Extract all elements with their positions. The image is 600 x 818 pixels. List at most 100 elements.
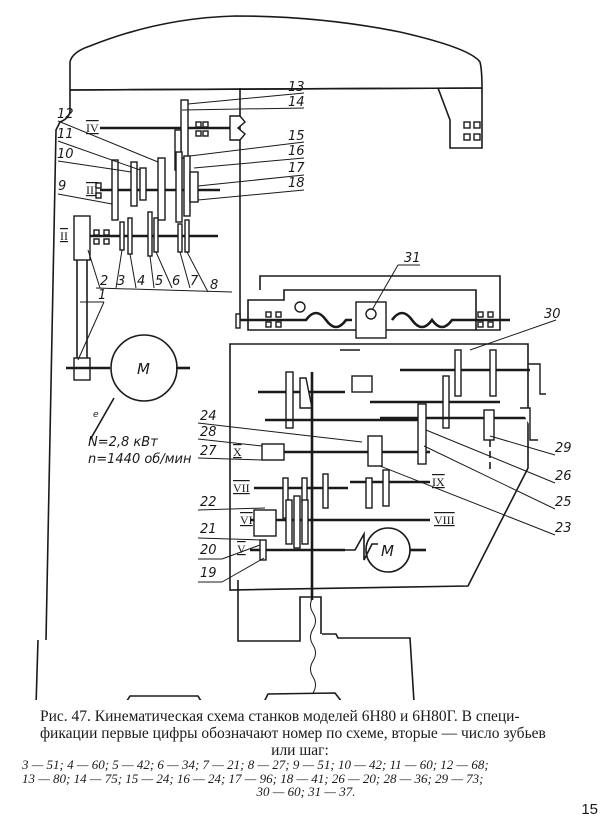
callout-26: 26	[555, 469, 572, 484]
callout-16: 16	[288, 144, 305, 159]
head-base-line	[69, 87, 483, 91]
motor-power: N=2,8 кВт	[88, 435, 158, 450]
table-handle	[235, 313, 241, 329]
gear-viii-c	[301, 499, 309, 545]
gear-cross-b	[442, 375, 450, 429]
callout-12: 12	[57, 107, 74, 122]
spec-line-2: 13 — 80; 14 — 75; 15 — 24; 16 — 24; 17 —…	[22, 770, 484, 786]
callout-13: 13	[288, 80, 305, 95]
spindle-gearbox	[66, 99, 246, 381]
callout-17: 17	[288, 161, 305, 176]
gear-specification: 3 — 51; 4 — 60; 5 — 42; 6 — 34; 7 — 21; …	[22, 758, 590, 799]
callouts: 1 2 3 4 5 6 7 8 9 10 11 12 13 14 15 16 1…	[57, 80, 572, 583]
callout-27: 27	[200, 444, 217, 459]
gear-ix-b	[382, 469, 390, 507]
callout-19: 19	[200, 566, 217, 581]
gear-19-20	[259, 539, 267, 561]
shaft-label-II: II	[60, 229, 68, 243]
callout-4: 4	[137, 274, 145, 289]
callout-31: 31	[404, 251, 421, 266]
callout-23: 23	[555, 521, 572, 536]
gear-vii-c	[322, 473, 329, 509]
callout-9: 9	[58, 179, 66, 194]
gear-viii-b	[293, 495, 301, 549]
gear-6	[153, 217, 159, 253]
table-outline-upper	[259, 275, 501, 331]
gear-vii-b	[301, 477, 308, 503]
shaft-label-V: V	[237, 542, 246, 556]
gear-VI-block	[253, 509, 277, 537]
gear-30b	[489, 349, 497, 397]
motor-speed: n=1440 об/мин	[88, 452, 192, 467]
shaft-label-VI: VI	[240, 513, 253, 527]
machine-frame	[35, 15, 483, 700]
callout-29: 29	[555, 441, 572, 456]
callout-20: 20	[200, 543, 217, 558]
callout-25: 25	[555, 495, 572, 510]
spindle-nose	[229, 115, 246, 141]
table-assembly	[235, 275, 510, 339]
gear-viii-a	[285, 499, 293, 545]
gear-7	[177, 223, 183, 253]
shaft-label-VIII: VIII	[434, 513, 455, 527]
callout-22: 22	[200, 495, 217, 510]
gear-30	[454, 349, 462, 397]
callout-1: 1	[98, 288, 106, 303]
pulley-2	[73, 215, 91, 261]
gear-5	[147, 211, 153, 257]
motor-mark: e	[93, 410, 99, 420]
table-lead-screw	[238, 311, 510, 329]
callout-7: 7	[190, 274, 199, 289]
feed-motor-symbol: M	[381, 542, 394, 560]
gear-3	[119, 221, 125, 251]
gear-16	[183, 155, 191, 217]
gear-13	[180, 99, 189, 159]
callout-6: 6	[172, 274, 180, 289]
gear-15	[175, 151, 183, 223]
gear-9	[111, 159, 119, 221]
shaft-label-IV: IV	[86, 121, 99, 135]
gear-ix-a	[365, 477, 373, 509]
gear-upper-a	[285, 371, 294, 429]
gear-4	[127, 217, 133, 255]
overarm-bracket	[437, 87, 483, 149]
callout-30: 30	[544, 307, 561, 322]
shaft-label-X: X	[233, 445, 242, 459]
gear-11	[139, 167, 147, 201]
main-motor-symbol: M	[137, 360, 150, 378]
cross-handle	[528, 363, 546, 395]
caption-line-2: фикации первые цифры обозначают номер по…	[40, 725, 546, 742]
elevating-screw-housing	[299, 596, 322, 634]
caption-line-3: или шаг:	[271, 742, 329, 759]
column-head-outline	[69, 15, 483, 91]
kinematic-scheme: M e N=2,8 кВт n=1440 об/мин	[35, 15, 572, 700]
knee-lower-outline	[237, 580, 301, 642]
callout-28: 28	[200, 425, 217, 440]
motor-leader	[89, 397, 115, 441]
spec-line-1: 3 — 51; 4 — 60; 5 — 42; 6 — 34; 7 — 21; …	[22, 757, 489, 772]
main-motor	[110, 334, 178, 402]
gear-12	[157, 157, 166, 221]
callout-24: 24	[200, 409, 217, 424]
gear-27-28-block	[261, 443, 285, 461]
gear-8	[184, 219, 190, 253]
knee-housing	[229, 343, 529, 591]
callout-8: 8	[210, 278, 218, 293]
gear-26	[417, 403, 427, 465]
gear-29	[483, 409, 495, 441]
shaft-label-VII: VII	[233, 481, 250, 495]
gear-17-18	[189, 171, 199, 203]
callout-3: 3	[117, 274, 125, 289]
spec-line-3: 30 — 60; 31 — 37.	[256, 784, 356, 799]
callout-5: 5	[155, 274, 163, 289]
feed-gearbox	[250, 349, 546, 600]
callout-21: 21	[200, 522, 217, 537]
base-outline	[35, 633, 415, 700]
bevel-gear-31	[365, 308, 377, 320]
gear-24-block	[367, 435, 383, 467]
feed-coupling	[345, 530, 378, 561]
callout-10: 10	[57, 147, 74, 162]
elevating-screw	[310, 596, 316, 694]
shaft-label-IX: IX	[432, 475, 445, 489]
bearing-symbols	[93, 121, 494, 328]
